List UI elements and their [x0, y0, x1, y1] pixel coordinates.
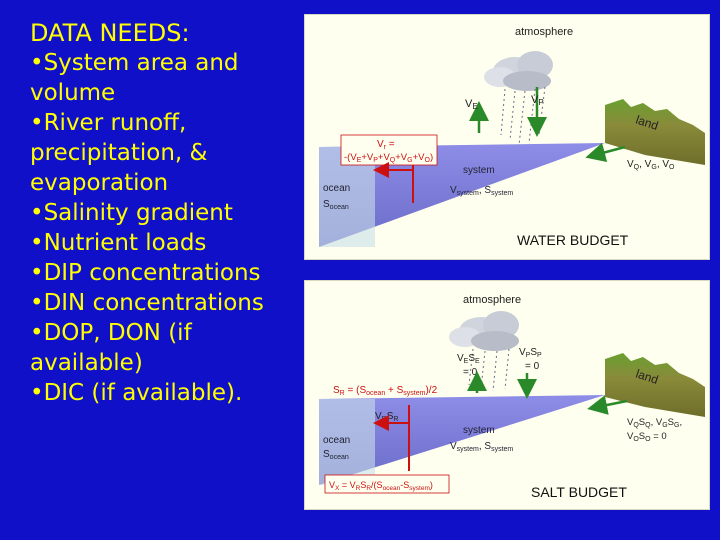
list-item: •DOP, DON (if available)	[30, 320, 192, 376]
inflow-arrow	[587, 395, 628, 415]
system-label: system	[463, 425, 495, 436]
vx-equation: VX = VRSR/(Socean-Ssystem)	[329, 480, 433, 492]
v-system-label: Vsystem, Ssystem	[450, 185, 513, 197]
vp-label: VP	[531, 94, 544, 107]
atmosphere-label: atmosphere	[515, 26, 573, 38]
list-item: •DIN concentrations	[30, 290, 264, 316]
water-budget-diagram: atmosphere land ocean Socean system Vs	[319, 26, 705, 248]
cloud-icon	[484, 51, 553, 146]
ocean-label: ocean	[323, 435, 350, 446]
list-item: •System area and volume	[30, 50, 239, 106]
salt-budget-diagram: atmosphere land VESE = 0 VPSP = 0	[319, 294, 705, 500]
s-ocean-label: Socean	[323, 449, 349, 461]
sr-equation: SR = (Socean + Ssystem)/2	[333, 385, 438, 397]
ve-label: VE	[465, 98, 478, 111]
salt-budget-caption: SALT BUDGET	[531, 484, 627, 500]
land-label: land	[634, 113, 660, 133]
water-budget-panel: atmosphere land ocean Socean system Vs	[304, 14, 710, 260]
atmosphere-label: atmosphere	[463, 294, 521, 306]
land-shape	[605, 99, 705, 165]
salt-budget-panel: atmosphere land VESE = 0 VPSP = 0	[304, 280, 710, 510]
vr-label-line1: Vr =	[377, 139, 395, 151]
inflow-arrow	[585, 142, 626, 163]
vr-label-line2: -(VE+VP+VQ+VG+VO)	[344, 152, 433, 164]
vq-label-line2: VOSO = 0	[627, 431, 667, 443]
ocean-label: ocean	[323, 183, 350, 194]
ocean-region	[319, 399, 375, 485]
water-budget-caption: WATER BUDGET	[517, 232, 629, 248]
land-shape	[605, 353, 705, 417]
data-needs-list: DATA NEEDS: •System area and volume •Riv…	[30, 18, 310, 408]
s-ocean-label: Socean	[323, 199, 349, 211]
list-item: •Nutrient loads	[30, 230, 207, 256]
cloud-icon	[449, 311, 519, 392]
v-system-label: Vsystem, Ssystem	[450, 441, 513, 453]
list-item: •Salinity gradient	[30, 200, 233, 226]
vese-eq: = 0	[463, 367, 478, 378]
water-body	[319, 395, 605, 485]
data-needs-title: DATA NEEDS:	[30, 19, 190, 47]
vr-box	[340, 134, 438, 166]
vq-label: VQ, VG, VO	[627, 159, 675, 171]
list-item: •River runoff, precipitation, & evaporat…	[30, 110, 208, 196]
vq-label-line1: VQSQ, VGSG,	[627, 417, 682, 429]
vpsp-label: VPSP	[519, 347, 542, 359]
vx-box	[324, 474, 450, 494]
vpsp-eq: = 0	[525, 361, 540, 372]
list-item: •DIP concentrations	[30, 260, 261, 286]
system-label: system	[463, 165, 495, 176]
vese-label: VESE	[457, 353, 480, 365]
land-label: land	[634, 367, 660, 387]
list-item: •DIC (if available).	[30, 380, 243, 406]
